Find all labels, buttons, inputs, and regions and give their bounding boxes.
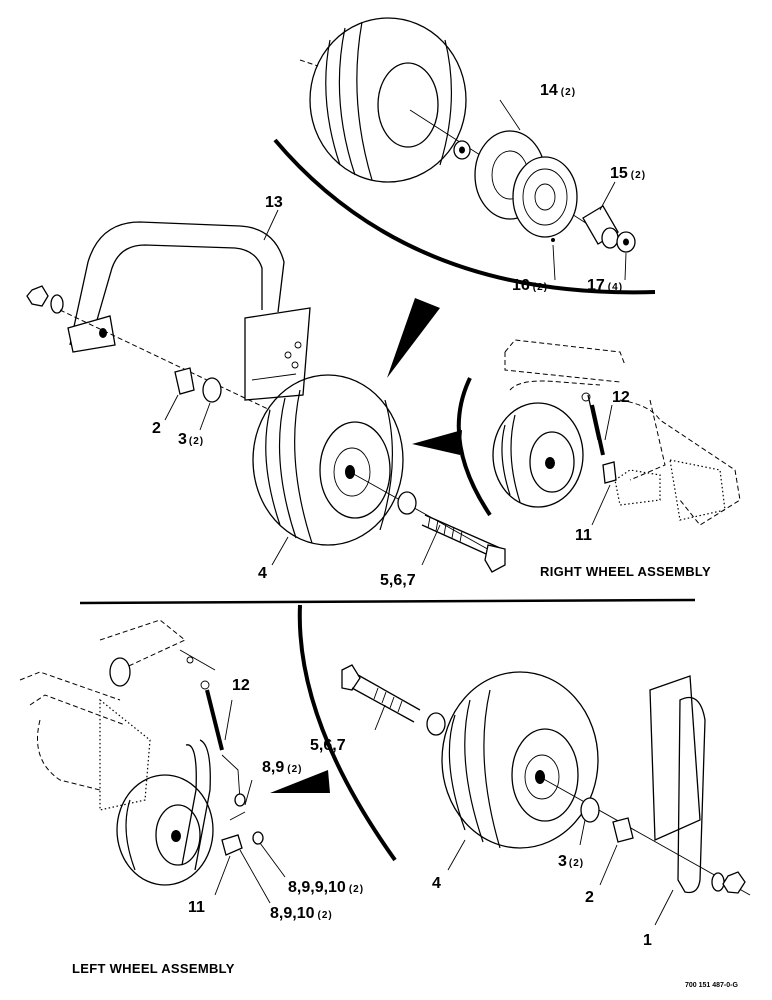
left-wheel-assembly-view bbox=[19, 604, 751, 896]
callout-567-left: 5,6,7 bbox=[310, 737, 346, 754]
callout-11-right: 11 bbox=[575, 527, 592, 544]
callout-16: 16(2) bbox=[512, 277, 548, 294]
callout-12-left: 12 bbox=[232, 677, 250, 694]
callout-8-9-9-10: 8,9,9,10(2) bbox=[288, 879, 364, 896]
callout-567-right: 5,6,7 bbox=[380, 572, 416, 589]
leader-lines bbox=[164, 99, 674, 926]
callout-4-left: 4 bbox=[432, 875, 441, 892]
callout-11-left: 11 bbox=[188, 899, 205, 916]
callout-4-right: 4 bbox=[258, 565, 267, 582]
callout-8-9-10: 8,9,10(2) bbox=[270, 905, 333, 922]
right-wheel-assembly-view bbox=[412, 339, 741, 526]
drawing-number: 700 151 487-0-G bbox=[685, 982, 738, 989]
exploded-right-wheel bbox=[26, 221, 506, 573]
callout-12-right: 12 bbox=[612, 389, 630, 406]
callout-14: 14(2) bbox=[540, 82, 576, 99]
right-wheel-assembly-title: RIGHT WHEEL ASSEMBLY bbox=[540, 564, 711, 579]
callout-2-left: 2 bbox=[585, 889, 594, 906]
callout-15: 15(2) bbox=[610, 165, 646, 182]
callout-17: 17(4) bbox=[587, 277, 623, 294]
callout-13: 13 bbox=[265, 194, 283, 211]
callout-2-right: 2 bbox=[152, 420, 161, 437]
left-wheel-assembly-title: LEFT WHEEL ASSEMBLY bbox=[72, 961, 235, 976]
callout-1: 1 bbox=[643, 932, 652, 949]
callout-3-left: 3(2) bbox=[558, 853, 584, 870]
callout-labels: 14(2) 15(2) 16(2) 17(4) 13 2 3(2) 4 5,6,… bbox=[72, 82, 738, 989]
detail-tire-rim-exploded bbox=[273, 17, 656, 378]
section-divider bbox=[79, 598, 696, 605]
callout-8-9: 8,9(2) bbox=[262, 759, 302, 776]
callout-3-right: 3(2) bbox=[178, 431, 204, 448]
